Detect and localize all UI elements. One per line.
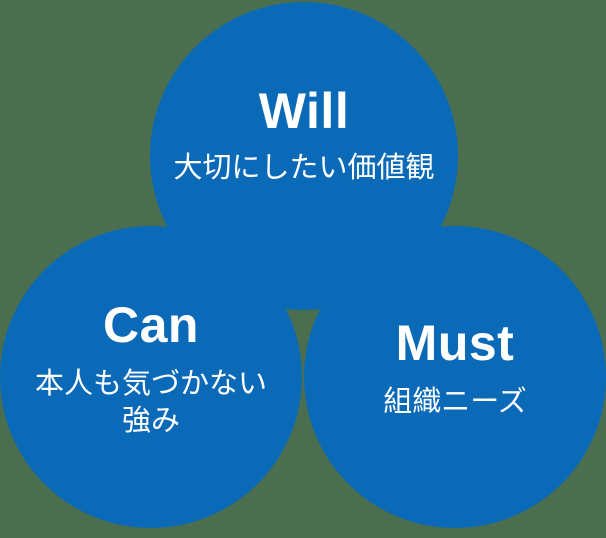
circle-can-title: Can (103, 297, 199, 353)
label-group-must: Must 組織ニーズ (304, 318, 606, 421)
circle-must-subtitle: 組織ニーズ (383, 386, 527, 418)
circle-will-title: Will (258, 83, 350, 139)
circle-can-subtitle: 本人も気づかない 強み (0, 366, 302, 440)
label-group-will: Will 大切にしたい価値観 (150, 86, 458, 187)
circle-can[interactable] (0, 226, 302, 528)
circle-must[interactable] (304, 226, 606, 528)
circle-must-title: Must (395, 315, 515, 371)
label-group-can: Can 本人も気づかない 強み (0, 300, 302, 440)
circle-can-subtitle-line-1: 本人も気づかない (34, 368, 267, 400)
circle-can-subtitle-line-2: 強み (121, 405, 180, 438)
circle-will-subtitle: 大切にしたい価値観 (173, 152, 435, 184)
